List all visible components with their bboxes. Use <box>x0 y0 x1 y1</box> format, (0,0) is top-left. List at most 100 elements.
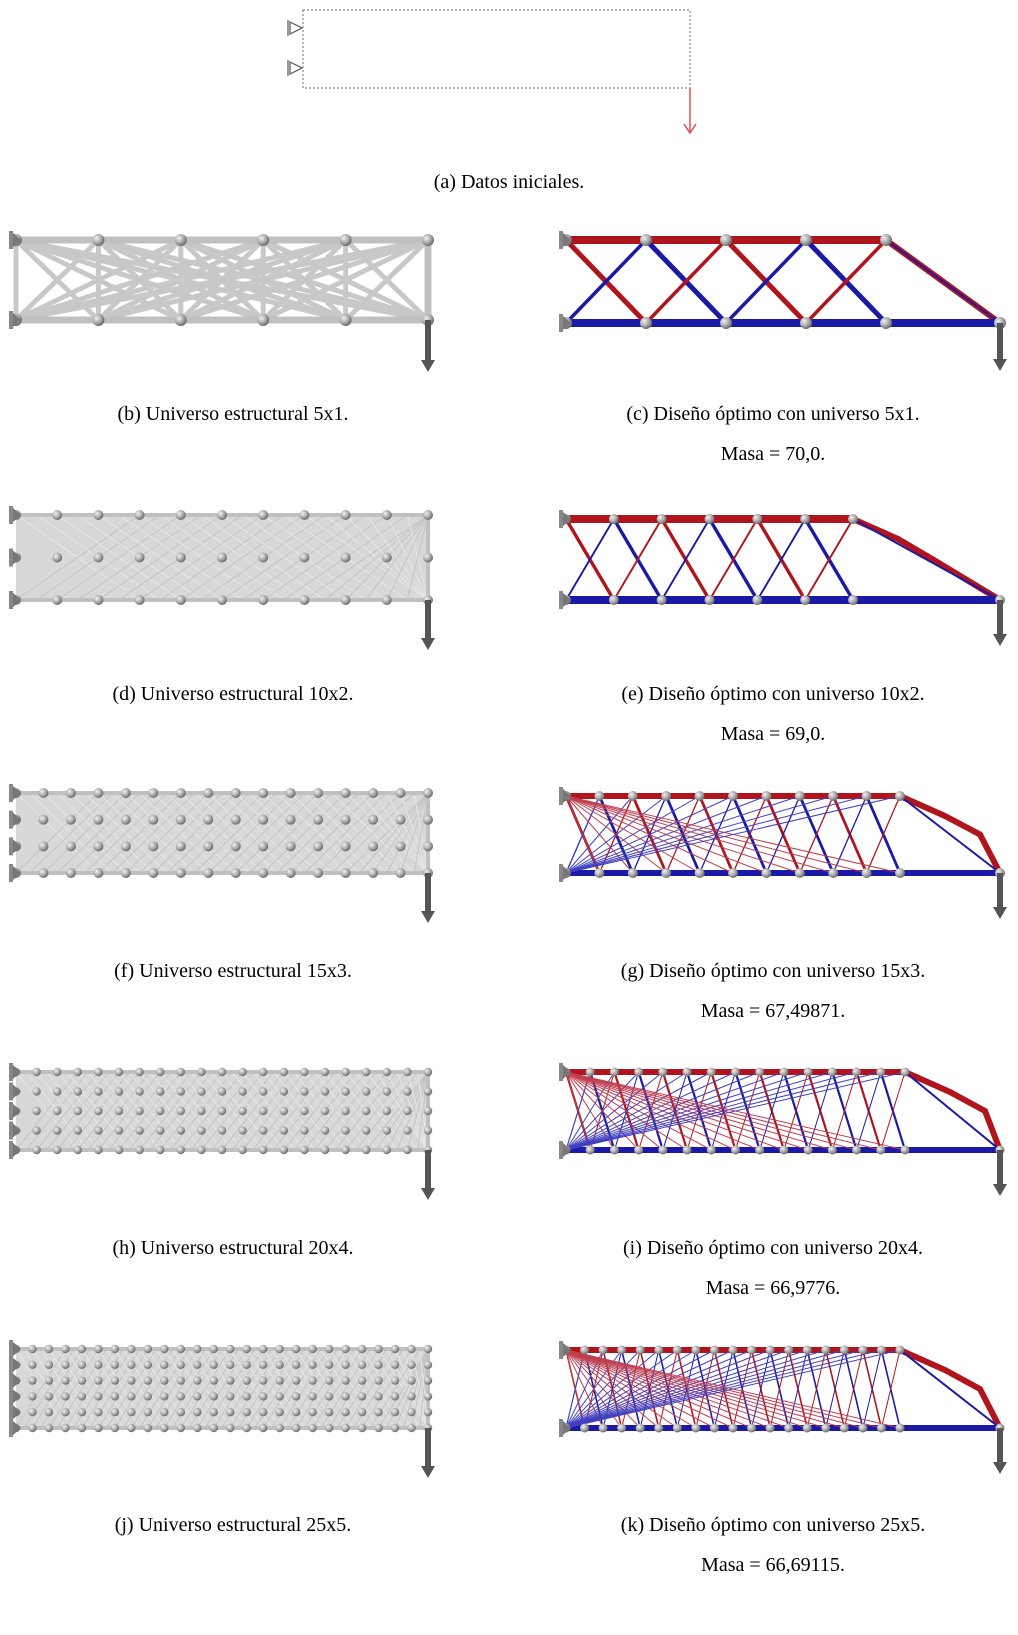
universe-bar <box>402 1348 429 1429</box>
node <box>77 1360 87 1370</box>
universe-bar <box>394 1348 429 1429</box>
node <box>242 1360 251 1370</box>
universe-bar <box>378 1348 429 1429</box>
node <box>313 814 324 825</box>
node <box>203 841 214 852</box>
node <box>357 1392 367 1401</box>
node <box>65 788 76 798</box>
optimal-design-panel <box>559 787 1007 919</box>
web-bar <box>564 238 648 325</box>
node <box>640 234 652 246</box>
support-icon <box>559 787 571 805</box>
node <box>77 1392 87 1401</box>
node <box>143 1360 153 1370</box>
node <box>362 1067 371 1077</box>
web-bar <box>565 1071 833 1151</box>
node <box>209 1408 218 1417</box>
node <box>32 1067 41 1077</box>
node <box>339 314 352 326</box>
node <box>682 1067 692 1077</box>
node <box>794 791 805 801</box>
node <box>110 1344 120 1354</box>
node <box>299 595 310 605</box>
node <box>77 1408 87 1417</box>
node <box>92 314 105 326</box>
web-bar <box>565 1349 827 1429</box>
web-bar <box>565 518 615 601</box>
node <box>193 1423 202 1433</box>
node <box>390 1360 400 1370</box>
node <box>580 1423 590 1433</box>
node <box>682 1145 692 1155</box>
node <box>313 841 324 852</box>
node <box>341 1408 350 1417</box>
node <box>242 1423 251 1433</box>
web-bar <box>804 238 888 325</box>
node <box>53 1106 62 1116</box>
node <box>53 1145 62 1155</box>
node <box>374 1344 383 1354</box>
node <box>127 1408 136 1417</box>
node <box>61 1344 70 1354</box>
load-arrow-icon <box>993 323 1007 371</box>
node <box>403 1106 412 1116</box>
node <box>44 1392 54 1401</box>
node <box>423 814 433 825</box>
universe-bar <box>343 237 431 323</box>
node <box>423 1360 433 1370</box>
node <box>93 595 104 605</box>
node <box>341 1145 350 1155</box>
node <box>259 1106 268 1116</box>
web-bar <box>565 795 701 874</box>
load-arrow-icon <box>993 1428 1007 1474</box>
support-icon <box>559 510 571 528</box>
node <box>423 1067 433 1077</box>
node <box>197 1145 206 1155</box>
node <box>895 1345 905 1355</box>
node <box>135 1145 144 1155</box>
node <box>238 1067 247 1077</box>
node <box>362 1145 371 1155</box>
optimal-design-panel <box>559 231 1007 371</box>
node <box>300 1106 309 1116</box>
node <box>658 1067 668 1077</box>
node <box>585 1067 595 1077</box>
node <box>114 1106 124 1116</box>
web-bar <box>565 1071 640 1151</box>
node <box>580 1345 590 1355</box>
node <box>839 1345 849 1355</box>
universe-bar <box>303 792 388 874</box>
node <box>143 1376 153 1385</box>
compression-bar <box>942 813 983 838</box>
node <box>193 1376 202 1385</box>
node <box>242 1376 251 1385</box>
node <box>94 1360 103 1370</box>
node <box>259 1423 268 1433</box>
node <box>403 1126 412 1135</box>
node <box>176 1376 185 1385</box>
node <box>176 1106 185 1116</box>
node <box>291 1376 301 1385</box>
node <box>848 514 858 524</box>
node <box>92 234 105 246</box>
node <box>403 1145 412 1155</box>
node <box>320 1106 330 1116</box>
mass-i: Masa = 66,9776. <box>705 1277 841 1299</box>
node <box>407 1392 416 1401</box>
node <box>258 841 269 852</box>
node <box>279 1087 288 1096</box>
compression-bar <box>942 1367 983 1392</box>
node <box>900 1145 910 1155</box>
node <box>341 1087 350 1096</box>
node <box>635 1423 645 1433</box>
node <box>175 510 186 520</box>
web-bar <box>862 1349 882 1429</box>
node <box>259 1392 268 1401</box>
node <box>658 1145 668 1155</box>
node <box>627 868 638 878</box>
web-bar <box>565 1349 734 1429</box>
node <box>259 1126 268 1135</box>
node <box>28 1423 37 1433</box>
node <box>634 1145 644 1155</box>
node <box>156 1087 165 1096</box>
